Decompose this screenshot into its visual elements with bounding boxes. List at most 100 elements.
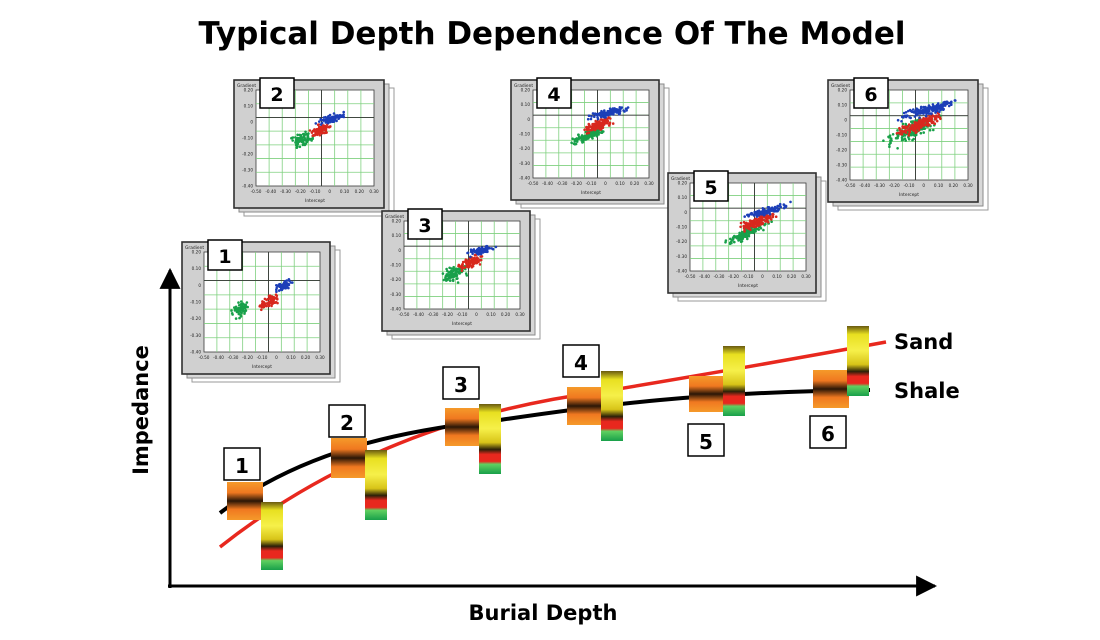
data-point (465, 274, 469, 277)
panel-number-box (536, 77, 572, 109)
x-tick-label: -0.10 (457, 312, 468, 317)
data-point (918, 110, 921, 113)
data-point (900, 120, 903, 123)
data-point (282, 281, 286, 284)
data-point (308, 129, 312, 132)
data-point (454, 267, 457, 271)
data-point (896, 147, 899, 150)
cluster-blue (466, 244, 498, 259)
x-tick-label: -0.20 (889, 183, 900, 188)
cluster-green (230, 300, 249, 320)
x-tick-label: -0.30 (280, 189, 291, 194)
data-point (600, 131, 603, 134)
data-point (754, 217, 758, 221)
data-point (473, 250, 477, 254)
data-point (238, 308, 241, 311)
data-point (920, 119, 923, 122)
data-point (777, 204, 780, 208)
data-point (312, 129, 316, 133)
data-point (322, 116, 326, 119)
data-point (738, 233, 741, 237)
data-point (589, 128, 592, 132)
data-point (304, 130, 307, 134)
data-point (237, 304, 241, 307)
data-point (896, 134, 900, 138)
data-point (329, 125, 332, 128)
panel-number-box (693, 170, 729, 202)
data-point (754, 213, 758, 216)
data-point (268, 301, 272, 305)
data-point (919, 131, 923, 135)
x-tick-label: 0 (922, 183, 925, 188)
data-point (268, 295, 272, 299)
data-point (615, 111, 618, 114)
data-point (478, 250, 482, 254)
data-point (896, 129, 899, 132)
data-point (931, 105, 934, 109)
data-point (745, 233, 748, 237)
y-tick-label: -0.20 (390, 277, 401, 282)
data-point (739, 221, 743, 225)
data-point (904, 111, 908, 114)
data-point (260, 303, 264, 306)
data-point (332, 120, 336, 123)
data-point (924, 114, 928, 118)
y-tick-label: 0.20 (678, 181, 688, 186)
data-point (591, 123, 595, 127)
data-point (310, 139, 313, 142)
x-tick-label: -0.20 (728, 274, 739, 279)
y-tick-label: -0.40 (390, 307, 401, 312)
station-number-box (328, 404, 366, 438)
data-point (594, 133, 598, 136)
data-point (766, 211, 769, 215)
data-point (927, 108, 930, 112)
panel-number-box (207, 239, 243, 271)
y-tick-label: 0 (527, 117, 530, 122)
panel-number: 1 (218, 246, 231, 268)
y-tick-label: 0.10 (838, 103, 848, 108)
y-tick-label: -0.40 (190, 350, 201, 355)
x-tick-label: -0.40 (859, 183, 870, 188)
station-4: 4 (562, 344, 623, 441)
station-number-box (687, 423, 725, 457)
data-point (613, 107, 616, 110)
data-point (328, 113, 332, 117)
x-tick-label: -0.50 (251, 189, 262, 194)
data-point (747, 233, 750, 237)
cluster-red (583, 116, 615, 135)
panel-number: 2 (270, 84, 283, 106)
data-point (313, 133, 317, 136)
y-tick-label: 0.10 (392, 233, 402, 238)
data-point (585, 138, 588, 141)
data-point (465, 265, 469, 269)
data-point (478, 263, 482, 266)
cluster-green (290, 130, 315, 149)
data-point (306, 138, 310, 142)
y-axis-title: Gradient (514, 83, 533, 89)
y-tick-label: 0.10 (192, 266, 202, 271)
data-point (750, 222, 753, 226)
data-point (730, 241, 733, 245)
x-tick-label: -0.30 (428, 312, 439, 317)
data-point (596, 122, 599, 126)
data-point (258, 305, 262, 308)
data-point (243, 312, 246, 315)
data-point (244, 309, 248, 312)
data-point (296, 140, 300, 143)
data-point (750, 230, 754, 234)
data-point (340, 115, 344, 118)
y-tick-label: 0.10 (678, 195, 688, 200)
y-tick-label: -0.10 (242, 136, 253, 141)
station-2: 2 (328, 404, 387, 520)
data-point (326, 115, 330, 119)
data-point (476, 257, 479, 260)
data-point (458, 265, 462, 268)
data-point (587, 122, 591, 126)
data-point (776, 209, 779, 213)
data-point (750, 224, 753, 228)
y-axis-title: Gradient (671, 176, 690, 182)
data-point (739, 225, 742, 229)
